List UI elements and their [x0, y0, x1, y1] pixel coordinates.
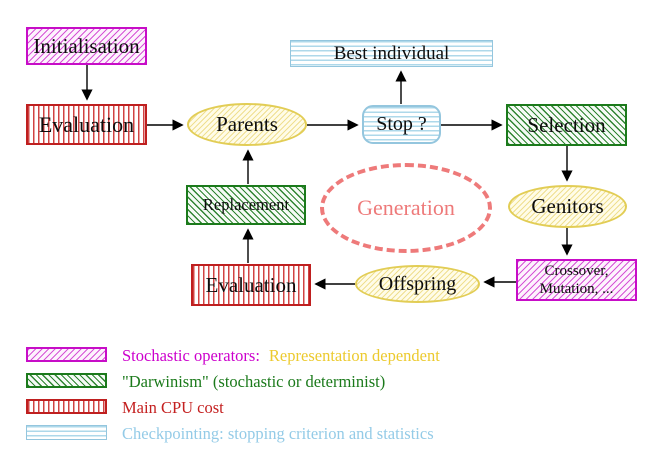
node-selection: Selection: [506, 104, 627, 146]
legend-text-stochastic: Stochastic operators:: [122, 346, 260, 365]
legend-text-representation: Representation dependent: [268, 346, 440, 365]
legend-label-checkpointing: Checkpointing: stopping criterion and st…: [122, 424, 434, 443]
node-initialisation: Initialisation: [26, 27, 147, 65]
generation-cycle-ellipse: Generation: [320, 163, 492, 253]
node-replacement: Replacement: [186, 185, 306, 225]
crossover-line-1: Crossover,: [544, 263, 609, 279]
legend-swatch-cpu-cost: [26, 399, 107, 414]
legend-label-cpu-cost: Main CPU cost: [122, 398, 224, 417]
node-stop: Stop ?: [362, 105, 441, 144]
node-parents: Parents: [187, 103, 307, 146]
node-best-individual: Best individual: [290, 40, 493, 67]
node-evaluation-top: Evaluation: [26, 104, 147, 145]
legend-label-stochastic-operators: Stochastic operators: Representation depe…: [122, 346, 440, 365]
legend-swatch-checkpointing: [26, 425, 107, 440]
node-offspring: Offspring: [355, 265, 480, 303]
legend-swatch-darwinism: [26, 373, 107, 388]
legend-swatch-stochastic-operators: [26, 347, 107, 362]
node-crossover-mutation: Crossover, Mutation, ...: [516, 259, 637, 301]
node-genitors: Genitors: [508, 185, 627, 228]
generation-label: Generation: [357, 195, 455, 220]
node-evaluation-bottom: Evaluation: [191, 264, 311, 306]
crossover-line-2: Mutation, ...: [539, 281, 614, 297]
legend-label-darwinism: "Darwinism" (stochastic or determinist): [122, 372, 386, 391]
